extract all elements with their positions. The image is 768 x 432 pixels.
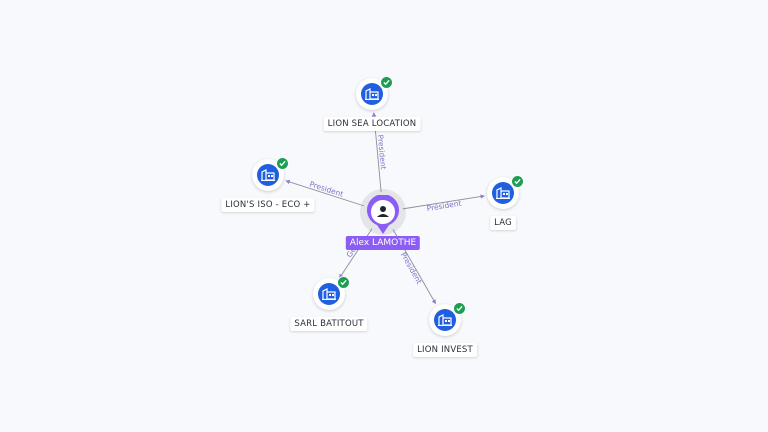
verified-check-icon xyxy=(453,302,466,315)
building-icon xyxy=(257,164,279,186)
verified-check-icon xyxy=(337,276,350,289)
edge-label-lion-sea-location: President xyxy=(376,134,388,170)
company-label: LAG xyxy=(490,216,516,230)
person-label: Alex LAMOTHE xyxy=(345,236,421,250)
person-icon xyxy=(367,195,399,234)
company-circle xyxy=(313,278,345,310)
verified-check-icon xyxy=(511,175,524,188)
edge-label-lag: Président xyxy=(426,199,462,213)
edge-label-lions-iso-eco: President xyxy=(308,179,344,198)
edge-line-lions-iso-eco xyxy=(285,179,365,207)
verified-check-icon xyxy=(380,76,393,89)
building-icon xyxy=(361,83,383,105)
company-label: SARL BATITOUT xyxy=(290,317,368,331)
verified-check-icon xyxy=(276,157,289,170)
building-icon xyxy=(434,309,456,331)
company-label: LION'S ISO - ECO + xyxy=(221,198,315,212)
building-icon xyxy=(492,182,514,204)
edge-line-lag xyxy=(402,194,485,210)
company-circle xyxy=(356,78,388,110)
building-icon xyxy=(318,283,340,305)
company-label: LION INVEST xyxy=(413,343,477,357)
edge-label-lion-invest: President xyxy=(399,251,424,286)
company-circle xyxy=(429,304,461,336)
company-label: LION SEA LOCATION xyxy=(323,117,421,131)
